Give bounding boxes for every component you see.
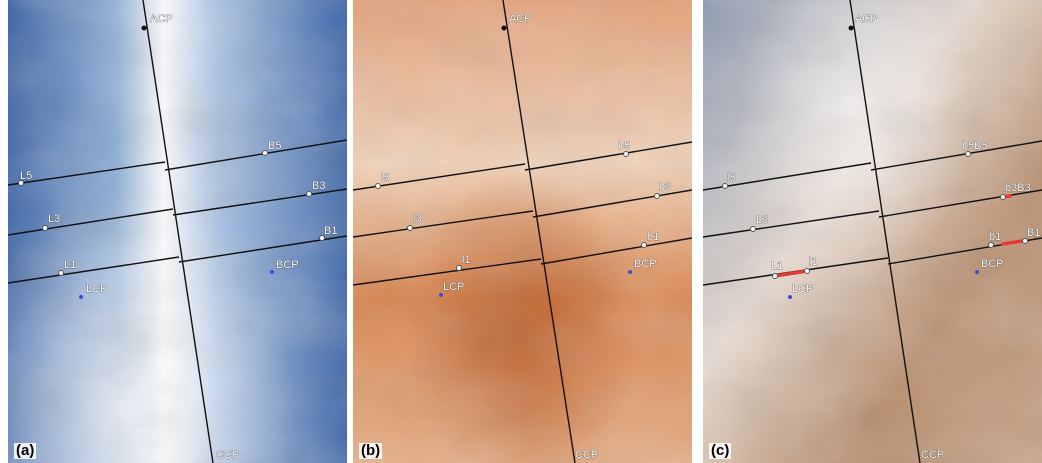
label-l3: L3: [48, 213, 60, 225]
label-acp: ACP: [150, 13, 173, 25]
label-b5: B5: [268, 140, 281, 152]
label-l1-lower: l1: [809, 256, 818, 268]
label-l1: l1: [462, 254, 471, 266]
label-b1-lower: b1: [989, 231, 1001, 243]
panel-c: ACP CCP l5 L3 L1 l1 b5B5 b3B3 b1 B1 LCP …: [703, 0, 1042, 463]
label-b1-upper: B1: [1027, 227, 1040, 239]
label-l3: L3: [756, 214, 768, 226]
label-ccp: CCP: [575, 449, 598, 461]
panel-a-image: ACP CCP L5 L3 L1 B5 B3 B1 LCP BCP: [8, 0, 347, 463]
label-l1-upper: L1: [771, 260, 783, 272]
label-l5: l5: [381, 172, 390, 184]
label-b3b3: b3B3: [1005, 182, 1031, 194]
panel-label: (b): [359, 442, 383, 459]
label-ccp: CCP: [921, 449, 944, 461]
label-lcp: LCP: [86, 283, 107, 295]
label-acp: ACP: [855, 13, 878, 25]
panel-b-image: ACP CCP l5 l3 l1 b5 b3 b1 LCP BCP: [353, 0, 692, 463]
panel-c-image: ACP CCP l5 L3 L1 l1 b5B5 b3B3 b1 B1 LCP …: [703, 0, 1042, 463]
label-b3: b3: [659, 181, 671, 193]
label-lcp: LCP: [443, 281, 464, 293]
label-b3: B3: [312, 180, 325, 192]
label-bcp: BCP: [981, 258, 1004, 270]
label-l5: L5: [20, 170, 32, 182]
label-l1: L1: [64, 259, 76, 271]
label-bcp: BCP: [276, 259, 299, 271]
label-bcp: BCP: [634, 258, 657, 270]
label-l5: l5: [727, 172, 736, 184]
label-b1: b1: [647, 231, 659, 243]
label-acp: ACP: [509, 13, 532, 25]
panel-label: (c): [709, 442, 732, 459]
label-b5: b5: [618, 140, 630, 152]
panel-a: ACP CCP L5 L3 L1 B5 B3 B1 LCP BCP (a): [8, 0, 347, 463]
label-ccp: CCP: [216, 449, 239, 461]
label-b5b5: b5B5: [962, 140, 988, 152]
panel-label: (a): [14, 442, 37, 459]
panel-b: ACP CCP l5 l3 l1 b5 b3 b1 LCP BCP (b): [353, 0, 692, 463]
label-l3: l3: [413, 213, 422, 225]
label-lcp: LCP: [792, 283, 813, 295]
label-b1: B1: [324, 225, 337, 237]
